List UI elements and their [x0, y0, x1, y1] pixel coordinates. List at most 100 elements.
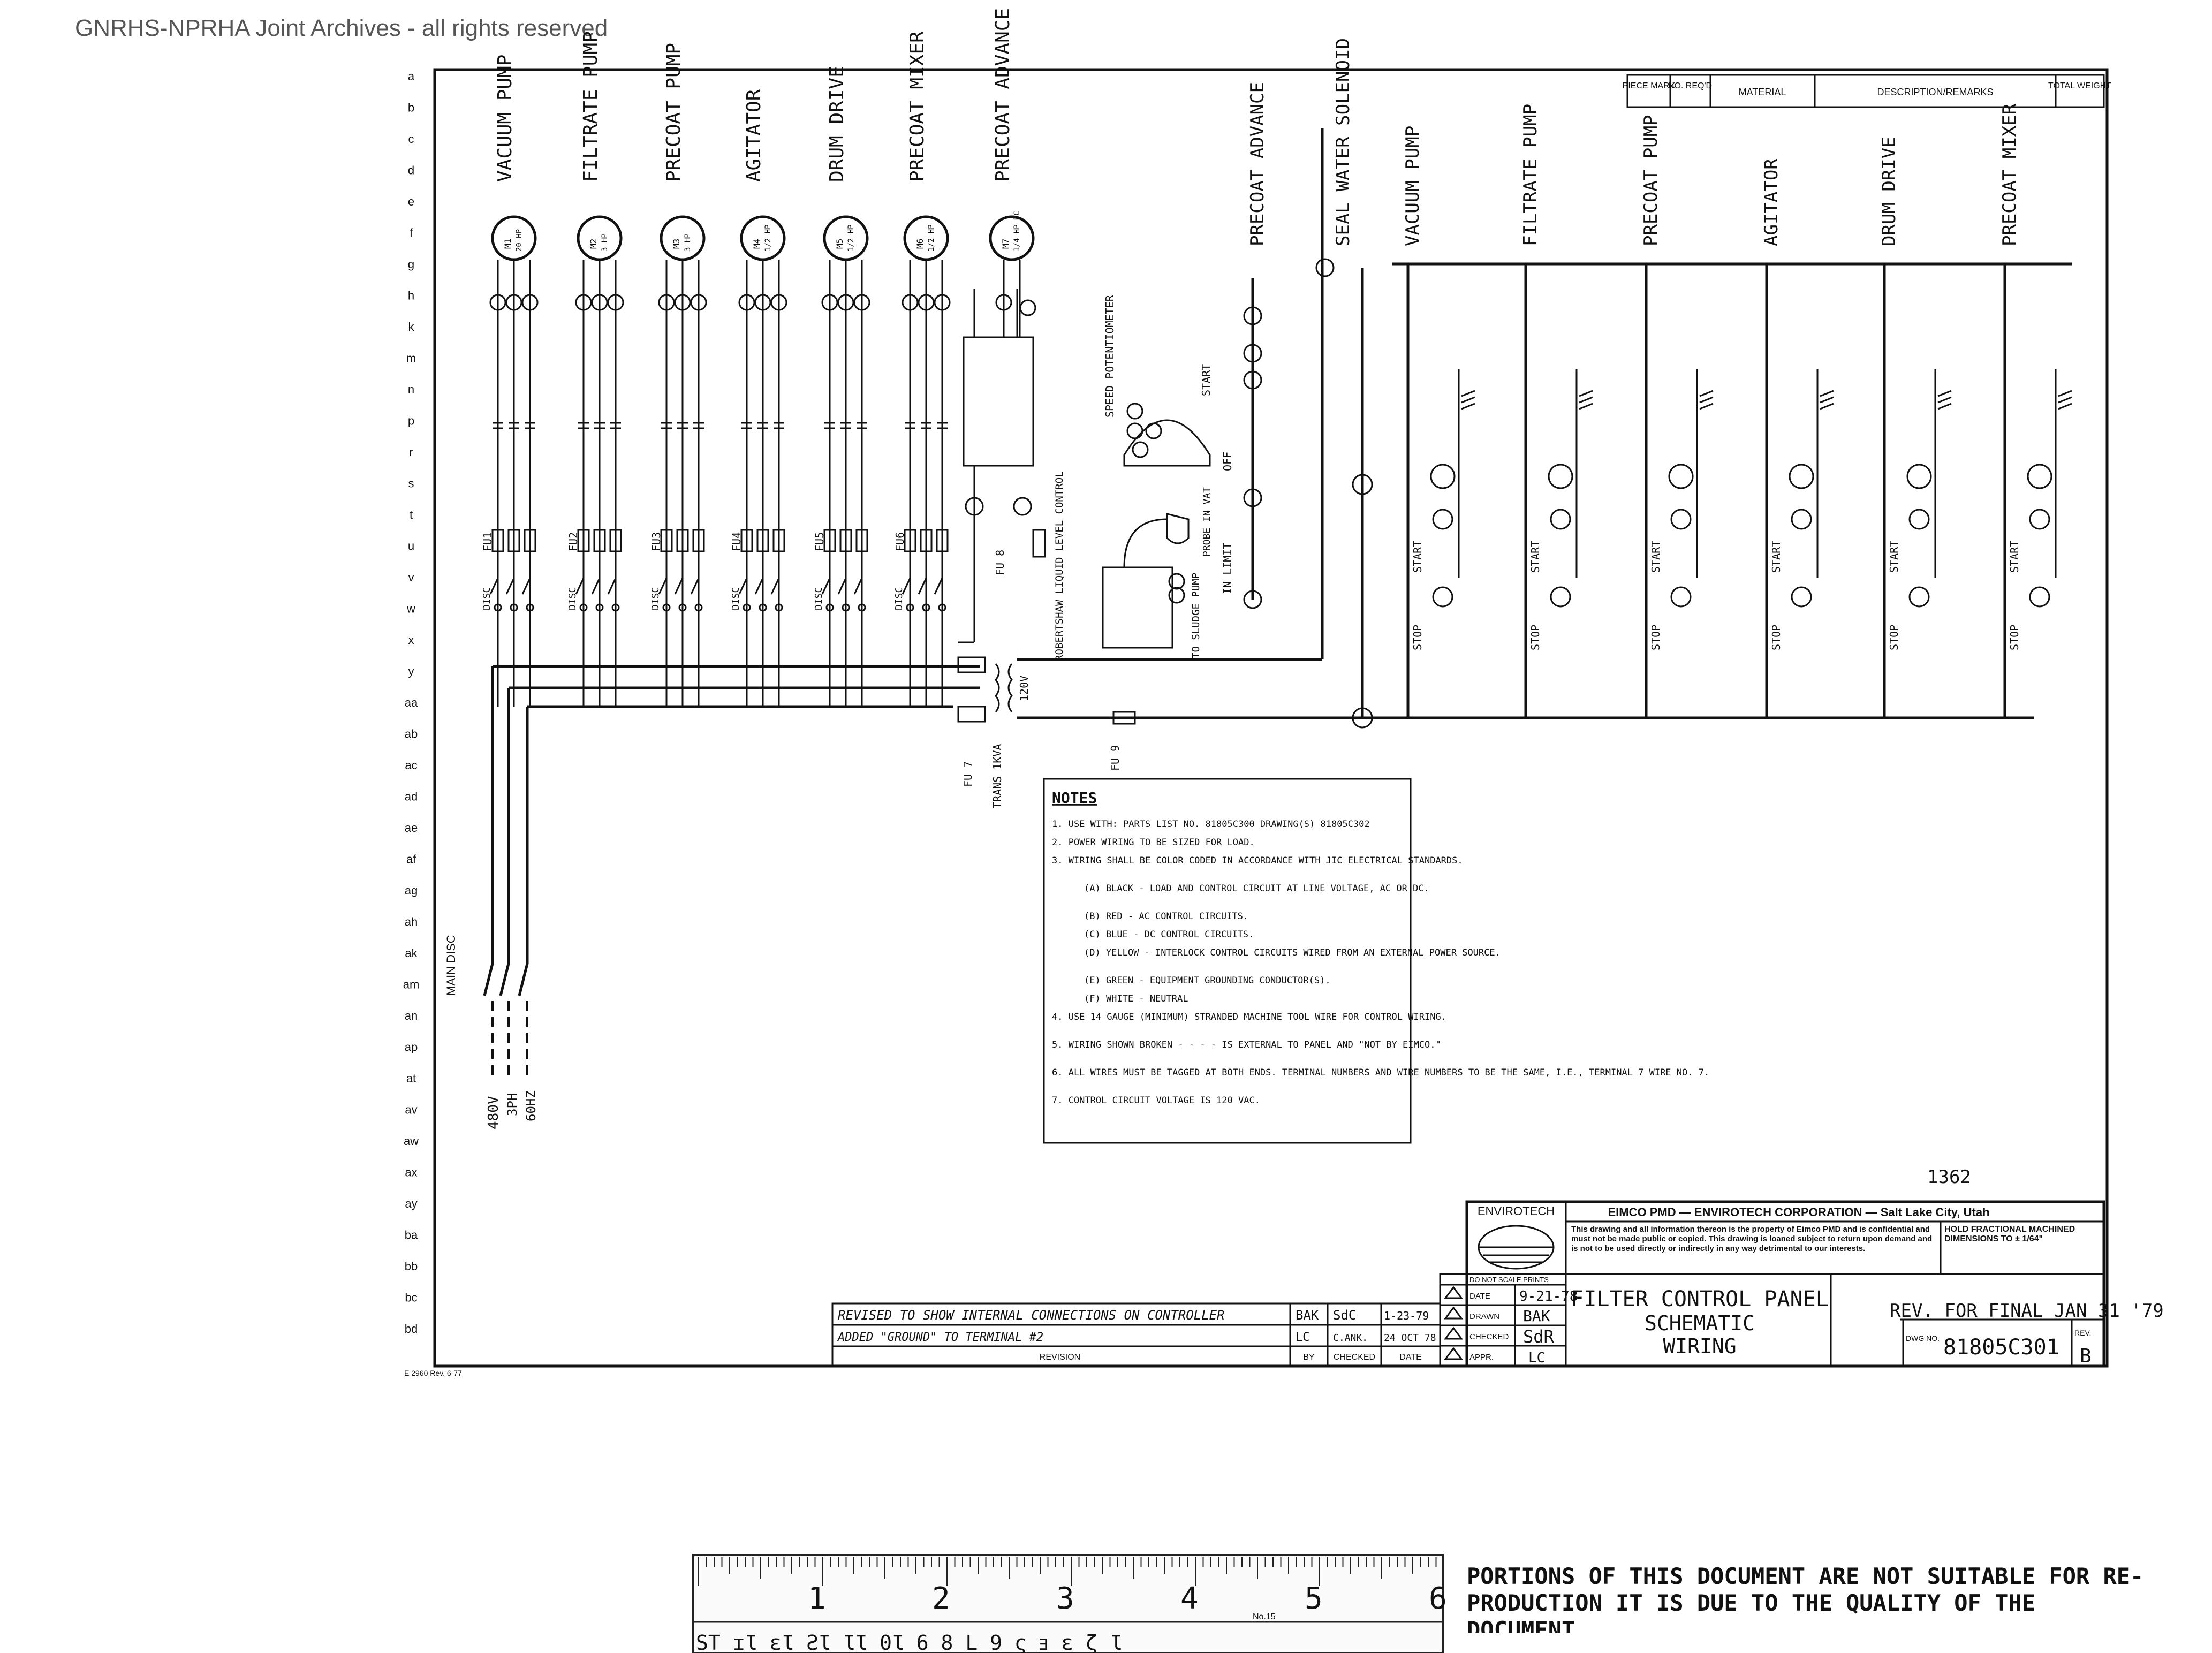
- revision-1-by: BAK: [1296, 1308, 1319, 1323]
- motor-symbol: [660, 215, 706, 261]
- fuse-label: FU5: [813, 532, 826, 551]
- row-marker: d: [408, 164, 414, 177]
- start-label: START: [1529, 541, 1542, 573]
- row-marker: bb: [405, 1260, 418, 1273]
- row-marker: p: [408, 414, 414, 428]
- ruler-mirror-scale: ST ɪƖ εƖ ƧƖ ƖƖ 0Ɩ 6 8 L 9 ς ⱻ ε ζ Ɩ: [696, 1631, 1123, 1653]
- note-item: (F) WHITE - NEUTRAL: [1084, 994, 1188, 1004]
- total-weight-header: TOTAL WEIGHT: [2048, 81, 2111, 90]
- rung-label: PRECOAT PUMP: [1640, 115, 1662, 246]
- motor-rating: 3 HP: [684, 233, 692, 252]
- note-item: (D) YELLOW - INTERLOCK CONTROL CIRCUITS …: [1084, 947, 1501, 958]
- motor-label: PRECOAT MIXER: [906, 31, 928, 182]
- power-bus: MAIN DISC 480V 3PH 60HZ 120V FU 7 TRANS …: [444, 128, 2034, 1129]
- form-number: E 2960 Rev. 6-77: [404, 1369, 462, 1377]
- do-not-scale: DO NOT SCALE PRINTS: [1469, 1276, 1549, 1284]
- in-limit-label: IN LIMIT: [1221, 543, 1234, 594]
- start-label: START: [1649, 541, 1662, 573]
- row-marker: at: [406, 1072, 416, 1085]
- row-markers: abcdefghkmnprstuvwxyaaabacadaeafagahakam…: [403, 70, 420, 1336]
- row-marker: aw: [404, 1134, 419, 1148]
- date-footer: DATE: [1399, 1353, 1421, 1362]
- row-marker: ap: [405, 1041, 418, 1054]
- motor-id: M7: [1001, 239, 1011, 249]
- rev-letter: B: [2080, 1345, 2092, 1367]
- rung-label: PRECOAT MIXER: [1999, 103, 2020, 246]
- ruler-number: 1: [808, 1581, 826, 1616]
- v120-label: 120V: [1018, 676, 1031, 701]
- disc-label: DISC: [893, 587, 905, 610]
- ruler-number: 5: [1305, 1581, 1323, 1616]
- revision-2-date: 24 OCT 78: [1384, 1332, 1436, 1344]
- row-marker: c: [408, 132, 414, 146]
- disc-label: DISC: [813, 587, 824, 610]
- row-marker: f: [410, 226, 413, 240]
- title-line-3: WIRING: [1663, 1334, 1736, 1358]
- row-marker: ad: [405, 790, 418, 803]
- fuse-label: FU2: [567, 532, 580, 551]
- note-item: (E) GREEN - EQUIPMENT GROUNDING CONDUCTO…: [1084, 975, 1331, 986]
- note-item: 4. USE 14 GAUGE (MINIMUM) STRANDED MACHI…: [1052, 1012, 1446, 1022]
- stop-label: STOP: [1770, 625, 1783, 650]
- row-marker: ac: [405, 759, 417, 772]
- appr-value: LC: [1528, 1350, 1545, 1366]
- seal-water-label: SEAL WATER SOLENOID: [1332, 38, 1354, 246]
- row-marker: x: [408, 633, 414, 647]
- stop-label: STOP: [1649, 625, 1662, 650]
- notes-box: NOTES 1. USE WITH: PARTS LIST NO. 81805C…: [1043, 778, 1709, 1144]
- rung-label: AGITATOR: [1761, 158, 1782, 246]
- revision-block: REVISED TO SHOW INTERNAL CONNECTIONS ON …: [831, 1302, 1441, 1367]
- motor-label: PRECOAT PUMP: [663, 43, 685, 182]
- note-item: (B) RED - AC CONTROL CIRCUITS.: [1084, 911, 1248, 922]
- disc-label: DISC: [567, 587, 578, 610]
- fuse-label: FU1: [481, 532, 494, 551]
- motor-rating: 1/2 HP: [764, 224, 772, 252]
- row-marker: n: [408, 383, 414, 396]
- row-marker: t: [410, 508, 413, 521]
- probe-label: PROBE IN VAT: [1201, 487, 1213, 557]
- trans-label: TRANS 1KVA: [991, 744, 1004, 808]
- notes-heading: NOTES: [1052, 789, 1097, 807]
- motor-symbol: [740, 215, 786, 261]
- level-control-label: ROBERTSHAW LIQUID LEVEL CONTROL: [1054, 471, 1065, 661]
- motor-id: M1: [503, 239, 513, 249]
- revision-1-checked: SdC: [1333, 1308, 1356, 1323]
- disc-label: DISC: [481, 587, 493, 610]
- parts-header: PIECE MARK NO. REQ'D MATERIAL DESCRIPTIO…: [1623, 74, 2111, 108]
- fuse-label: FU6: [893, 532, 906, 551]
- stop-label: STOP: [1888, 625, 1900, 650]
- start-label: START: [1770, 541, 1783, 573]
- note-item: (C) BLUE - DC CONTROL CIRCUITS.: [1084, 929, 1254, 940]
- revision-1-date: 1-23-79: [1384, 1309, 1429, 1322]
- revision-2-text: ADDED "GROUND" TO TERMINAL #2: [837, 1331, 1043, 1344]
- motor-label: AGITATOR: [743, 89, 765, 182]
- row-marker: k: [408, 320, 415, 333]
- ruler-brand: No.15: [1253, 1612, 1276, 1621]
- note-item: 1. USE WITH: PARTS LIST NO. 81805C300 DR…: [1052, 819, 1370, 830]
- motor-label: DRUM DRIVE: [826, 66, 848, 182]
- main-disc-label: MAIN DISC: [444, 935, 458, 996]
- row-marker: m: [406, 352, 416, 365]
- motor-symbol: [903, 215, 949, 261]
- motor-symbol: [491, 215, 537, 261]
- note-item: 7. CONTROL CIRCUIT VOLTAGE IS 120 VAC.: [1052, 1095, 1260, 1106]
- row-marker: an: [405, 1009, 418, 1022]
- start-label: START: [1888, 541, 1900, 573]
- by-footer: BY: [1303, 1353, 1315, 1362]
- revision-2-by: LC: [1296, 1331, 1310, 1344]
- disc-label: DISC: [650, 587, 661, 610]
- motor-rating: 1/2 HP: [847, 224, 855, 252]
- start-label: START: [2008, 541, 2021, 573]
- row-marker: ay: [405, 1197, 417, 1210]
- disc-label: DISC: [730, 587, 741, 610]
- supply-voltage: 480V: [486, 1096, 502, 1129]
- drawn-label: DRAWN: [1469, 1312, 1499, 1321]
- row-marker: af: [406, 853, 416, 866]
- precoat-advance-label: PRECOAT ADVANCE: [1247, 82, 1268, 246]
- motor-rating: 3 HP: [601, 233, 609, 252]
- fuse-label: FU4: [730, 532, 743, 551]
- supply-frequency: 60HZ: [524, 1090, 539, 1121]
- logo-text: ENVIROTECH: [1478, 1204, 1555, 1218]
- motor-id: M5: [835, 239, 845, 249]
